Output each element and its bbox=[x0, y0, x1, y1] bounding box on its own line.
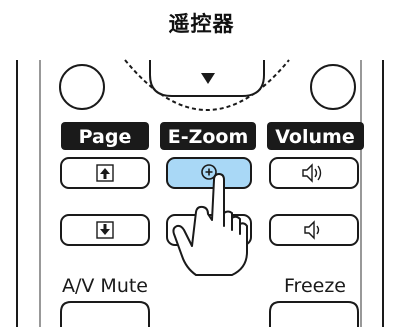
figure-caption: 遥控器 bbox=[168, 12, 235, 36]
round-button-right[interactable] bbox=[310, 64, 356, 110]
remote-body bbox=[16, 60, 384, 327]
pointing-hand-icon bbox=[172, 173, 248, 276]
volume-label-bg bbox=[267, 122, 364, 150]
volume-label: Volume bbox=[275, 126, 354, 148]
down-triangle-icon bbox=[201, 73, 215, 84]
freeze-label: Freeze bbox=[284, 275, 346, 297]
volume-up-button[interactable] bbox=[269, 157, 359, 189]
speaker-loud-icon bbox=[302, 163, 322, 183]
ezoom-label-bg bbox=[160, 122, 256, 150]
speaker-quiet-icon bbox=[304, 220, 320, 240]
ezoom-label: E-Zoom bbox=[168, 126, 249, 148]
arrow-up-icon bbox=[96, 164, 114, 182]
round-button-left[interactable] bbox=[59, 64, 105, 110]
freeze-button[interactable] bbox=[269, 301, 359, 327]
direction-pad[interactable] bbox=[124, 59, 290, 111]
arrow-down-icon bbox=[96, 221, 114, 239]
page-label-bg bbox=[61, 122, 149, 150]
av-mute-label: A/V Mute bbox=[62, 275, 148, 297]
page-label: Page bbox=[79, 126, 132, 148]
av-mute-button[interactable] bbox=[60, 301, 150, 327]
